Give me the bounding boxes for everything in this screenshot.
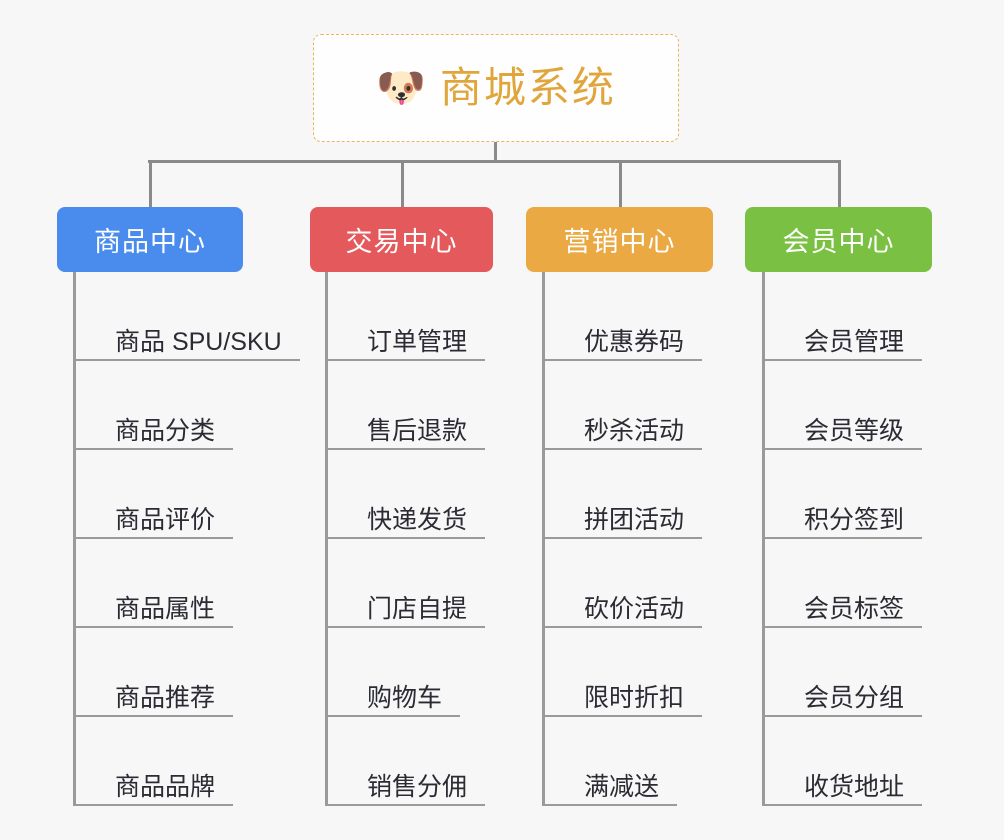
leaf-item-label: 商品分类 [115, 416, 216, 445]
leaf-item-label: 订单管理 [367, 327, 468, 356]
leaf-item[interactable]: 会员管理 [762, 272, 922, 361]
leaf-column-2: 订单管理售后退款快递发货门店自提购物车销售分佣 [325, 272, 485, 806]
leaf-item-underline [762, 626, 922, 628]
leaf-item-underline [73, 537, 233, 539]
leaf-item-underline [542, 448, 702, 450]
leaf-item[interactable]: 商品 SPU/SKU [73, 272, 300, 361]
leaf-item-underline [542, 715, 702, 717]
leaf-item[interactable]: 积分签到 [762, 450, 922, 539]
leaf-item-label: 会员等级 [804, 416, 905, 445]
leaf-item-label: 会员管理 [804, 327, 905, 356]
leaf-item-label: 快递发货 [367, 505, 468, 534]
leaf-item[interactable]: 优惠券码 [542, 272, 702, 361]
category-label: 商品中心 [94, 227, 206, 257]
leaf-item[interactable]: 商品品牌 [73, 717, 300, 806]
leaf-item-label: 砍价活动 [584, 594, 685, 623]
leaf-item-label: 限时折扣 [584, 683, 685, 712]
leaf-item[interactable]: 商品属性 [73, 539, 300, 628]
leaf-item-underline [762, 715, 922, 717]
leaf-item-underline [73, 448, 233, 450]
leaf-item-underline [73, 715, 233, 717]
leaf-item-label: 商品评价 [115, 505, 216, 534]
leaf-item[interactable]: 拼团活动 [542, 450, 702, 539]
leaf-item-label: 满减送 [584, 772, 660, 801]
category-box-3[interactable]: 营销中心 [526, 207, 713, 272]
leaf-item-underline [542, 626, 702, 628]
leaf-item[interactable]: 限时折扣 [542, 628, 702, 717]
leaf-item-label: 秒杀活动 [584, 416, 685, 445]
leaf-item[interactable]: 商品评价 [73, 450, 300, 539]
leaf-item-label: 门店自提 [367, 594, 468, 623]
leaf-item[interactable]: 砍价活动 [542, 539, 702, 628]
leaf-item-label: 会员分组 [804, 683, 905, 712]
leaf-item[interactable]: 秒杀活动 [542, 361, 702, 450]
leaf-item-underline [325, 448, 485, 450]
leaf-item-underline [542, 537, 702, 539]
leaf-item-label: 售后退款 [367, 416, 468, 445]
leaf-item-underline [762, 537, 922, 539]
leaf-item[interactable]: 收货地址 [762, 717, 922, 806]
leaf-item-label: 收货地址 [804, 772, 905, 801]
leaf-item-underline [325, 715, 460, 717]
leaf-item-label: 商品属性 [115, 594, 216, 623]
leaf-item-label: 商品品牌 [115, 772, 216, 801]
leaf-item-underline [73, 359, 300, 361]
leaf-item-label: 会员标签 [804, 594, 905, 623]
category-box-1[interactable]: 商品中心 [57, 207, 243, 272]
leaf-item-label: 商品推荐 [115, 683, 216, 712]
leaf-item[interactable]: 销售分佣 [325, 717, 485, 806]
leaf-item-label: 积分签到 [804, 505, 905, 534]
leaf-item-label: 拼团活动 [584, 505, 685, 534]
leaf-item-underline [73, 626, 233, 628]
leaf-item-underline [325, 359, 485, 361]
connector-branch-drop [149, 160, 152, 207]
leaf-item[interactable]: 门店自提 [325, 539, 485, 628]
leaf-column-1: 商品 SPU/SKU 商品分类商品评价商品属性商品推荐商品品牌 [73, 272, 300, 806]
connector-branch-drop [401, 160, 404, 207]
leaf-item[interactable]: 会员分组 [762, 628, 922, 717]
leaf-column-3: 优惠券码秒杀活动拼团活动砍价活动限时折扣满减送 [542, 272, 702, 806]
leaf-item-underline [762, 448, 922, 450]
leaf-column-4: 会员管理会员等级积分签到会员标签会员分组收货地址 [762, 272, 922, 806]
leaf-item[interactable]: 快递发货 [325, 450, 485, 539]
category-box-4[interactable]: 会员中心 [745, 207, 932, 272]
category-label: 会员中心 [782, 227, 895, 257]
leaf-item-label: 商品 SPU/SKU [115, 327, 282, 356]
leaf-item-underline [762, 359, 922, 361]
category-label: 交易中心 [345, 227, 458, 257]
dog-face-icon: 🐶 [376, 66, 426, 110]
connector-root-stem [494, 142, 497, 162]
leaf-item[interactable]: 商品推荐 [73, 628, 300, 717]
leaf-item-underline [325, 626, 485, 628]
leaf-item-underline [542, 804, 677, 806]
connector-branch-drop [838, 160, 841, 207]
leaf-item-label: 销售分佣 [367, 772, 468, 801]
leaf-item-label: 购物车 [367, 683, 443, 712]
leaf-item[interactable]: 售后退款 [325, 361, 485, 450]
leaf-item[interactable]: 订单管理 [325, 272, 485, 361]
root-title: 商城系统 [439, 64, 616, 111]
leaf-item[interactable]: 满减送 [542, 717, 702, 806]
leaf-item[interactable]: 会员等级 [762, 361, 922, 450]
leaf-item[interactable]: 商品分类 [73, 361, 300, 450]
leaf-item-underline [73, 804, 233, 806]
connector-horizontal-bus [148, 160, 840, 163]
leaf-spine [325, 272, 328, 806]
leaf-item[interactable]: 购物车 [325, 628, 485, 717]
category-box-2[interactable]: 交易中心 [310, 207, 493, 272]
root-node[interactable]: 🐶 商城系统 [313, 34, 679, 142]
connector-branch-drop [619, 160, 622, 207]
leaf-item-underline [762, 804, 922, 806]
leaf-spine [762, 272, 765, 806]
leaf-item[interactable]: 会员标签 [762, 539, 922, 628]
leaf-item-underline [542, 359, 702, 361]
leaf-spine [73, 272, 76, 806]
leaf-item-underline [325, 804, 485, 806]
category-label: 营销中心 [563, 227, 676, 257]
leaf-item-label: 优惠券码 [584, 327, 685, 356]
leaf-spine [542, 272, 545, 806]
leaf-item-underline [325, 537, 485, 539]
